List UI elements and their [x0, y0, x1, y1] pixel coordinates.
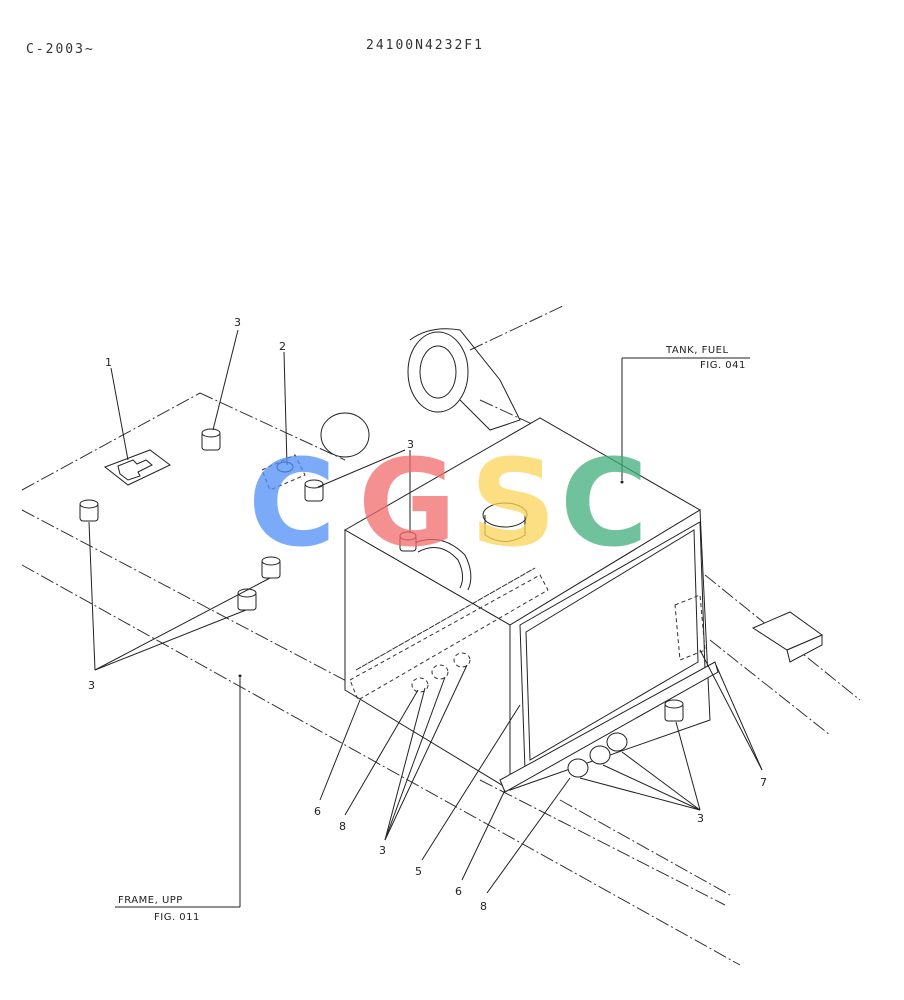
callout-6-left: 6 — [314, 805, 321, 818]
rubber-mounts-part-3 — [79, 428, 684, 778]
callout-3-top: 3 — [234, 316, 241, 329]
frame-upp-title: FRAME, UPP — [118, 895, 183, 906]
tank-fuel-fig: FIG. 041 — [700, 360, 746, 371]
callout-3-right: 3 — [697, 812, 704, 825]
mount-4 — [237, 588, 257, 611]
frame-upp-fig: FIG. 011 — [154, 912, 200, 923]
watermark-letter: S — [470, 435, 556, 574]
callout-5: 5 — [415, 865, 422, 878]
mount-7 — [664, 699, 684, 722]
callout-3-bottom: 3 — [379, 844, 386, 857]
callout-2: 2 — [279, 340, 286, 353]
mount-2 — [79, 499, 99, 522]
part-number: 24100N4232F1 — [366, 38, 484, 53]
callout-8-left: 8 — [339, 820, 346, 833]
watermark-letter: G — [358, 435, 457, 574]
callout-7: 7 — [760, 776, 767, 789]
serial-range: C-2003~ — [26, 42, 95, 57]
mount-5 — [304, 479, 324, 502]
callout-6-right: 6 — [455, 885, 462, 898]
callout-3-center: 3 — [407, 438, 414, 451]
fuel-tank — [343, 417, 719, 793]
tank-fuel-title: TANK, FUEL — [665, 345, 729, 356]
mount-8 — [567, 732, 628, 778]
callout-8-right: 8 — [480, 900, 487, 913]
reference-labels: TANK, FUEL FIG. 041 FRAME, UPP FIG. 011 — [118, 345, 746, 923]
boom-pivot — [320, 328, 521, 458]
leader-lines — [88, 329, 763, 908]
mount-3 — [261, 556, 281, 579]
floor-plate-part-7 — [751, 611, 824, 663]
callout-1: 1 — [105, 356, 112, 369]
cushion-part-2 — [261, 454, 306, 491]
watermark-letter: C — [560, 435, 648, 574]
mount-6 — [399, 531, 417, 552]
callout-3-left: 3 — [88, 679, 95, 692]
watermark-letter: C — [248, 435, 336, 574]
mount-9 — [411, 652, 471, 693]
plate-part-1 — [103, 449, 171, 486]
callout-numbers: 1 3 2 3 3 6 8 3 5 6 8 3 7 — [88, 316, 767, 913]
mount-1 — [201, 428, 221, 451]
